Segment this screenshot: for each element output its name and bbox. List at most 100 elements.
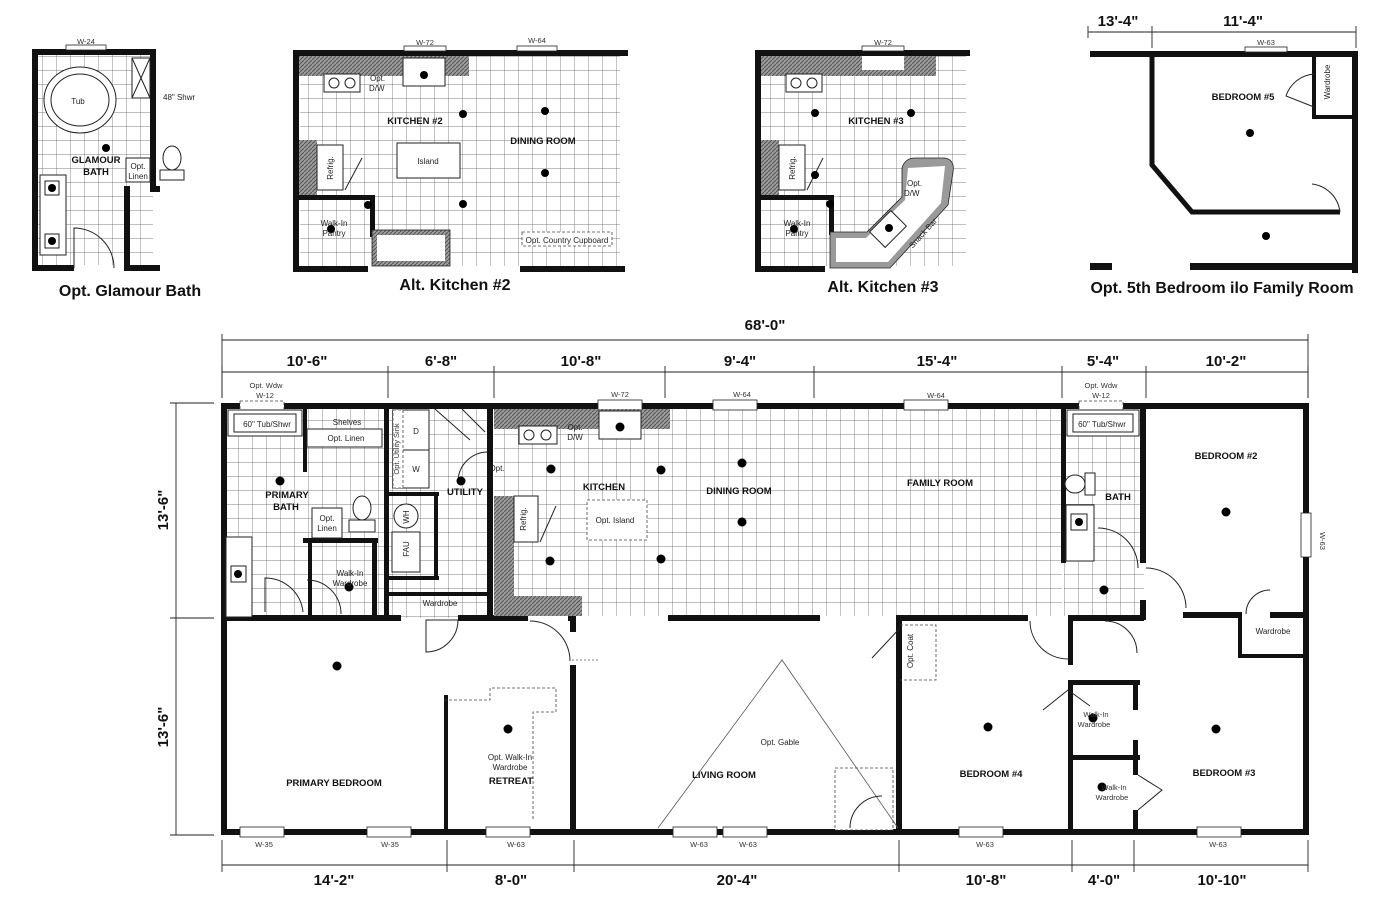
main-walls bbox=[221, 399, 1312, 838]
linen2-2: Linen bbox=[317, 524, 337, 533]
top-dim-1: 10'-6" bbox=[287, 353, 328, 370]
k3-window: W-72 bbox=[874, 38, 892, 47]
b5-wardrobe: Wardrobe bbox=[1323, 64, 1332, 99]
opt-wdw-left: Opt. Wdw bbox=[250, 381, 284, 390]
inset-kitchen-2: W-72 W-64 Opt. D/W Refrig. Walk-In Pantr… bbox=[293, 36, 628, 294]
w63-bed4: W-63 bbox=[976, 840, 994, 849]
opt-sink: Opt. Utility Sink bbox=[392, 423, 401, 475]
w63-retreat: W-63 bbox=[507, 840, 525, 849]
k2-kitchen-label: KITCHEN #2 bbox=[387, 116, 442, 127]
k2-refrig: Refrig. bbox=[326, 156, 335, 180]
k2-pantry-2: Pantry bbox=[322, 229, 345, 238]
bottom-dimension-labels: 14'-2" 8'-0" 20'-4" 10'-8" 4'-0" 10'-10" bbox=[314, 872, 1247, 889]
bottom-dim-5: 4'-0" bbox=[1088, 872, 1120, 889]
dryer-label: D bbox=[413, 427, 419, 436]
opt-linen-label: Opt. Linen bbox=[328, 434, 365, 443]
walkin-a-1: Walk-In bbox=[1083, 710, 1108, 719]
wardrobe-utility: Wardrobe bbox=[423, 599, 458, 608]
k2-dining-label: DINING ROOM bbox=[510, 136, 576, 147]
walkin-b-1: Walk-In bbox=[1101, 783, 1126, 792]
kitchen3-caption: Alt. Kitchen #3 bbox=[827, 279, 938, 296]
glamour-room-line1: GLAMOUR bbox=[71, 155, 120, 166]
inset-bedroom-5: 13'-4" 11'-4" W-63 Wardrobe BEDROOM #5 O… bbox=[1087, 13, 1358, 297]
k2-cupboard: Opt. Country Cupboard bbox=[526, 236, 609, 245]
kitchen-dw-2: D/W bbox=[567, 433, 583, 442]
w63-right: W-63 bbox=[1318, 532, 1327, 550]
w35-b: W-35 bbox=[381, 840, 399, 849]
bottom-dim-3: 20'-4" bbox=[717, 872, 758, 889]
w12-left: W-12 bbox=[256, 391, 274, 400]
opt-wdw-right: Opt. Wdw bbox=[1085, 381, 1119, 390]
retreat-opt-1: Opt. Walk-In bbox=[488, 753, 532, 762]
dining-label: DINING ROOM bbox=[706, 486, 772, 497]
refrig-label: Refrig. bbox=[519, 507, 528, 531]
main-labels: Opt. Wdw W-12 W-72 W-64 W-64 Opt. Wdw W-… bbox=[243, 381, 1327, 849]
walkin-b-2: Wardrobe bbox=[1096, 793, 1129, 802]
linen-line2: Linen bbox=[128, 172, 148, 181]
utility-label: UTILITY bbox=[447, 487, 484, 498]
tub-label: Tub bbox=[71, 97, 85, 106]
top-dim-5: 15'-4" bbox=[917, 353, 958, 370]
w12-right: W-12 bbox=[1092, 391, 1110, 400]
k3-pantry-2: Pantry bbox=[785, 229, 808, 238]
side-dim-top: 13'-6" bbox=[155, 490, 172, 531]
walkin-a-2: Wardrobe bbox=[1078, 720, 1111, 729]
kitchen-dw-1: Opt. bbox=[567, 423, 582, 432]
glamour-room-line2: BATH bbox=[83, 167, 109, 178]
bedroom3-label: BEDROOM #3 bbox=[1193, 768, 1256, 779]
k2-dw-1: Opt. bbox=[370, 74, 385, 83]
main-dimensions: 68'-0" 13'-6" 13'-6" bbox=[155, 317, 1309, 872]
living-label: LIVING ROOM bbox=[692, 770, 756, 781]
b5-dim-left: 13'-4" bbox=[1098, 13, 1139, 30]
k2-window-2: W-64 bbox=[528, 36, 546, 45]
inset-glamour-bath: W-24 Tub 48" Shwr GLAMOUR BATH Opt. Line… bbox=[32, 37, 201, 300]
top-dim-7: 10'-2" bbox=[1206, 353, 1247, 370]
family-label: FAMILY ROOM bbox=[907, 478, 973, 489]
primary-bedroom-label: PRIMARY BEDROOM bbox=[286, 778, 382, 789]
w64-family: W-64 bbox=[927, 391, 945, 400]
b5-room-label: BEDROOM #5 bbox=[1212, 92, 1276, 103]
w72-main: W-72 bbox=[611, 390, 629, 399]
w64-dining: W-64 bbox=[733, 390, 751, 399]
k2-pantry-1: Walk-In bbox=[321, 219, 348, 228]
tub-right-label: 60" Tub/Shwr bbox=[1078, 420, 1126, 429]
opt-coat-label: Opt. Coat bbox=[906, 633, 915, 668]
top-dim-6: 5'-4" bbox=[1087, 353, 1119, 370]
kitchen2-caption: Alt. Kitchen #2 bbox=[399, 277, 510, 294]
side-dim-bottom: 13'-6" bbox=[155, 707, 172, 748]
tub-left-label: 60" Tub/Shwr bbox=[243, 420, 291, 429]
k3-kitchen-label: KITCHEN #3 bbox=[848, 116, 903, 127]
bath-label: BATH bbox=[1105, 492, 1131, 503]
top-dim-4: 9'-4" bbox=[724, 353, 756, 370]
glamour-window-label: W-24 bbox=[77, 37, 95, 46]
top-dim-2: 6'-8" bbox=[425, 353, 457, 370]
primary-bath-1: PRIMARY bbox=[265, 490, 309, 501]
w63-living-a: W-63 bbox=[690, 840, 708, 849]
bottom-dim-6: 10'-10" bbox=[1197, 872, 1246, 889]
w35-a: W-35 bbox=[255, 840, 273, 849]
opt-gable-label: Opt. Gable bbox=[761, 738, 800, 747]
bottom-dim-2: 8'-0" bbox=[495, 872, 527, 889]
shower-label: 48" Shwr bbox=[163, 93, 196, 102]
kitchen-label: KITCHEN bbox=[583, 482, 625, 493]
shelves-label: Shelves bbox=[333, 418, 361, 427]
opt-island-label: Opt. Island bbox=[596, 516, 635, 525]
wardrobe2-label: Wardrobe bbox=[1256, 627, 1291, 636]
bottom-dim-1: 14'-2" bbox=[314, 872, 355, 889]
primary-bath-2: BATH bbox=[273, 502, 299, 513]
k2-window-1: W-72 bbox=[416, 38, 434, 47]
inset-kitchen-3: W-72 Refrig. Walk-In Pantry KITCHEN #3 O… bbox=[755, 38, 970, 296]
k2-dw-2: D/W bbox=[369, 84, 385, 93]
bedroom5-caption: Opt. 5th Bedroom ilo Family Room bbox=[1090, 280, 1353, 297]
k3-dw-2: D/W bbox=[904, 189, 920, 198]
retreat-opt-2: Wardrobe bbox=[493, 763, 528, 772]
b5-window: W-63 bbox=[1257, 38, 1275, 47]
walkin-1: Walk-In bbox=[337, 569, 364, 578]
bottom-dim-4: 10'-8" bbox=[966, 872, 1007, 889]
w63-living-b: W-63 bbox=[739, 840, 757, 849]
retreat-label: RETREAT bbox=[489, 776, 533, 787]
k3-refrig: Refrig. bbox=[788, 156, 797, 180]
k3-dw-1: Opt. bbox=[907, 179, 922, 188]
k3-pantry-1: Walk-In bbox=[784, 219, 811, 228]
